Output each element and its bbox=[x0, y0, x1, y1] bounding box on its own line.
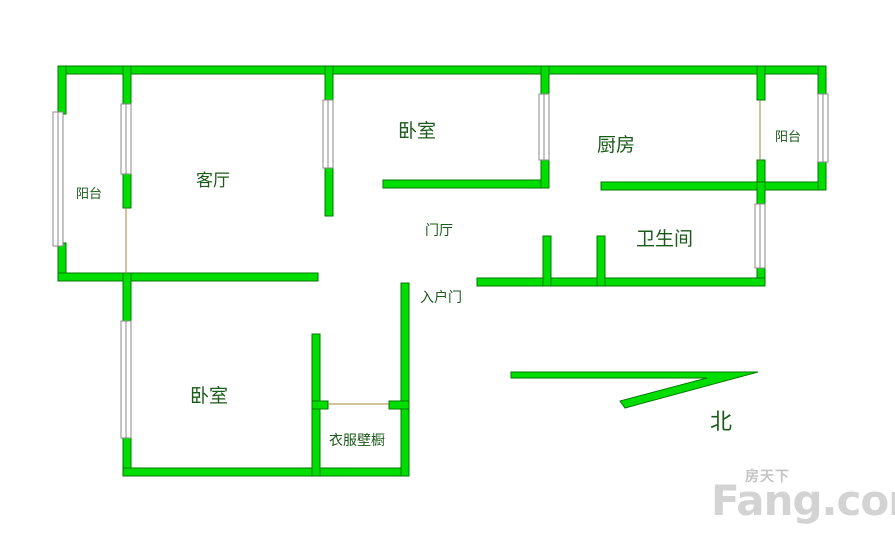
wall-balcony-divider-mid bbox=[122, 171, 132, 209]
room-living: 客厅 bbox=[196, 171, 230, 191]
wall-bath-stub-2 bbox=[596, 235, 606, 287]
wall-balcony-divider-top bbox=[122, 65, 132, 107]
north-arrow-icon bbox=[510, 371, 759, 409]
entrance-door: 入户门 bbox=[420, 290, 462, 306]
wall-bath-right-top bbox=[756, 181, 766, 207]
watermark-logo: Fang.com bbox=[711, 476, 895, 525]
wall-kitchen-bottom bbox=[600, 181, 826, 191]
room-kitchen: 厨房 bbox=[597, 134, 636, 156]
wall-bath-bottom bbox=[476, 277, 766, 287]
wall-left-top bbox=[57, 65, 67, 115]
wall-bedroom-bottom bbox=[382, 179, 550, 189]
windows bbox=[52, 93, 829, 439]
wall-wardrobe-top-left bbox=[311, 400, 329, 410]
wall-kitchen-right-top bbox=[756, 65, 766, 101]
wall-right-bottom bbox=[817, 159, 827, 191]
north-arrow bbox=[510, 371, 759, 409]
wall-corridor-right bbox=[400, 282, 410, 477]
room-balcony-right: 阳台 bbox=[775, 130, 802, 145]
wall-top bbox=[57, 65, 827, 75]
wall-wardrobe-top-right bbox=[388, 400, 410, 410]
wall-bottom bbox=[122, 467, 410, 477]
room-wardrobe: 衣服壁橱 bbox=[329, 433, 385, 449]
wall-bedroom-right-bottom bbox=[540, 157, 550, 189]
room-bathroom: 卫生间 bbox=[636, 228, 694, 250]
wall-living-right-bottom bbox=[324, 165, 334, 217]
north-label: 北 bbox=[710, 410, 733, 435]
wall-right-top bbox=[817, 65, 827, 97]
room-foyer: 门厅 bbox=[425, 223, 453, 239]
room-bedroom-top: 卧室 bbox=[398, 120, 437, 142]
walls bbox=[57, 65, 827, 477]
wall-living-right-top bbox=[324, 65, 334, 103]
wall-bath-stub-1 bbox=[542, 235, 552, 287]
wall-bedroom-right-top bbox=[540, 65, 550, 97]
room-bedroom-bottom: 卧室 bbox=[190, 385, 229, 407]
room-balcony-left: 阳台 bbox=[76, 187, 103, 202]
wall-bbed-left-top bbox=[122, 272, 132, 324]
wall-living-bottom bbox=[57, 272, 319, 282]
watermark-top-text: 房天下 bbox=[745, 469, 790, 485]
thin-lines bbox=[125, 100, 761, 405]
watermark: 房天下 Fang.com bbox=[711, 466, 895, 526]
